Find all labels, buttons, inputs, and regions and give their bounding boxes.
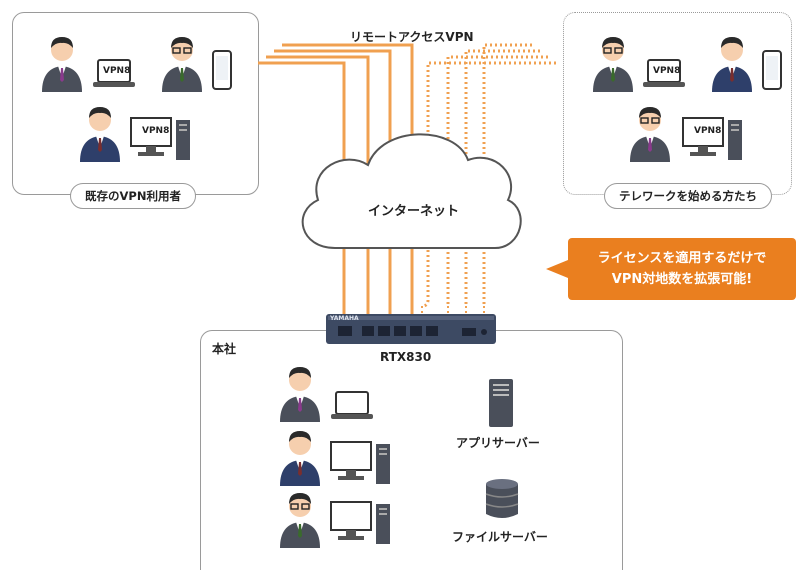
pc-screen-text: VPN8 bbox=[694, 126, 722, 136]
desktop-pc-icon bbox=[330, 501, 390, 544]
telework-users-panel bbox=[563, 12, 792, 195]
laptop-icon bbox=[643, 59, 685, 87]
laptop-screen-text: VPN8 bbox=[103, 66, 131, 76]
person-icon bbox=[80, 107, 120, 162]
internet-label: インターネット bbox=[368, 204, 460, 219]
vpn-title: リモートアクセスVPN bbox=[350, 30, 474, 44]
internet-cloud bbox=[301, 133, 522, 249]
file-server-label: ファイルサーバー bbox=[452, 530, 548, 544]
headquarters-panel bbox=[200, 330, 623, 570]
desktop-pc-icon bbox=[682, 117, 742, 160]
desktop-pc-icon bbox=[130, 117, 190, 160]
person-icon bbox=[280, 367, 320, 422]
app-server-label: アプリサーバー bbox=[456, 436, 540, 450]
person-icon bbox=[280, 431, 320, 486]
telework-users-label: テレワークを始める方たち bbox=[604, 183, 772, 209]
laptop-screen-text: VPN8 bbox=[653, 66, 681, 76]
pc-screen-text: VPN8 bbox=[142, 126, 170, 136]
person-glasses-icon bbox=[593, 37, 633, 92]
laptop-icon bbox=[93, 59, 135, 87]
callout-line-1: ライセンスを適用するだけで bbox=[597, 251, 767, 266]
person-glasses-icon bbox=[630, 107, 670, 162]
desktop-pc-icon bbox=[330, 441, 390, 484]
app-server-icon bbox=[489, 379, 513, 427]
database-icon bbox=[485, 479, 519, 518]
headquarters-title: 本社 bbox=[212, 342, 237, 356]
callout-line-2: VPN対地数を拡張可能! bbox=[611, 272, 753, 287]
existing-users-label: 既存のVPN利用者 bbox=[70, 183, 196, 209]
laptop-icon bbox=[331, 391, 373, 419]
person-icon bbox=[42, 37, 82, 92]
person-glasses-icon bbox=[162, 37, 202, 92]
router-model-label: RTX830 bbox=[380, 350, 432, 364]
router-brand: YAMAHA bbox=[330, 315, 359, 322]
license-callout: ライセンスを適用するだけで VPN対地数を拡張可能! bbox=[546, 238, 796, 300]
rtx830-router bbox=[326, 314, 496, 344]
person-glasses-icon bbox=[280, 493, 320, 548]
smartphone-icon bbox=[762, 50, 782, 90]
person-icon bbox=[712, 37, 752, 92]
smartphone-icon bbox=[212, 50, 232, 90]
